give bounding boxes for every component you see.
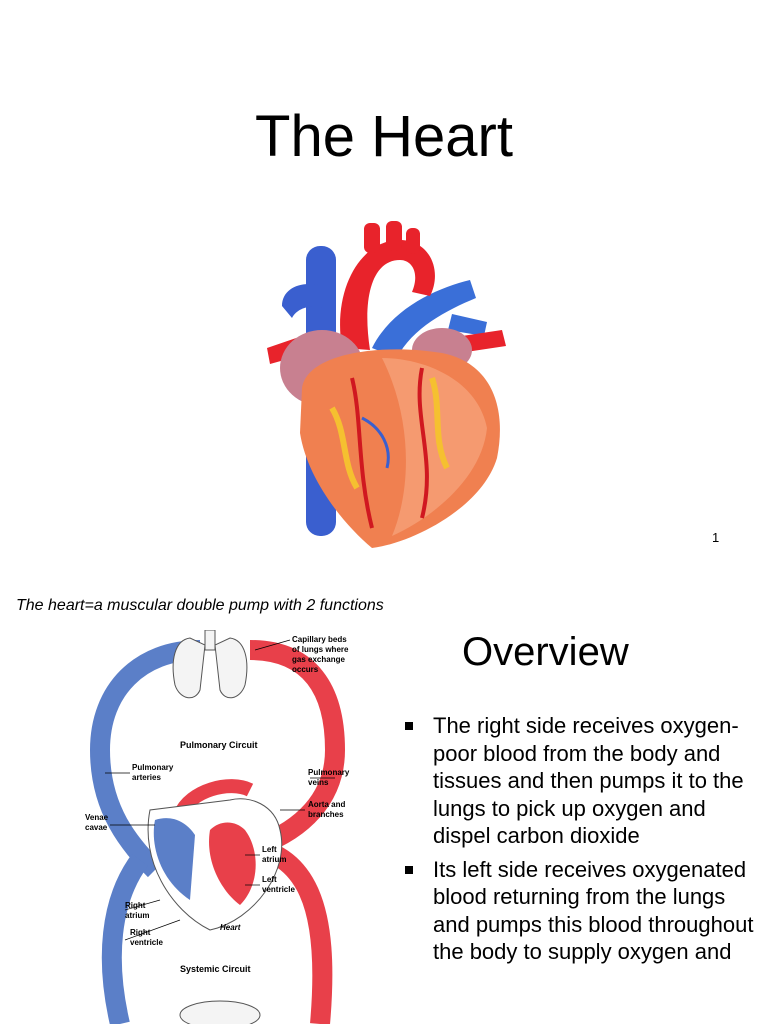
fat-deposit-1: [329, 406, 360, 490]
aortic-branch-1: [364, 223, 380, 253]
pulmonary-vein-loop: [249, 640, 346, 855]
label-right-ventricle-1: Right: [130, 928, 151, 937]
label-venae-1: Venae: [85, 813, 109, 822]
label-left-ventricle-2: ventricle: [262, 885, 295, 894]
pulmonary-trunk-shape: [372, 280, 476, 358]
right-lung-shape: [214, 637, 248, 699]
page-number: 1: [712, 530, 720, 545]
fat-deposit-2: [429, 377, 450, 470]
label-pulm-veins-2: veins: [308, 778, 329, 787]
bullet-item: The right side receives oxygen-poor bloo…: [405, 712, 760, 850]
label-venae-2: cavae: [85, 823, 108, 832]
label-right-ventricle-2: ventricle: [130, 938, 163, 947]
coronary-artery-2: [417, 367, 429, 519]
label-pulm-veins-1: Pulmonary: [308, 768, 350, 777]
aortic-branch-3: [406, 228, 420, 254]
label-left-atrium-1: Left: [262, 845, 277, 854]
label-capillary-2: of lungs where: [292, 645, 349, 654]
pulmonary-artery-loop: [89, 640, 201, 878]
page-title: The Heart: [255, 104, 513, 169]
square-bullet-icon: [405, 722, 413, 730]
bullet-text: The right side receives oxygen-poor bloo…: [433, 713, 744, 848]
trachea-shape: [204, 630, 216, 651]
label-right-atrium-1: Right: [125, 901, 146, 910]
left-heart-chambers: [209, 822, 256, 905]
label-right-atrium-2: atrium: [125, 911, 149, 920]
label-capillary-3: gas exchange: [292, 655, 345, 664]
pulmonary-artery-right: [448, 314, 487, 336]
label-left-atrium-2: atrium: [262, 855, 286, 864]
heart-illustration-icon: [267, 221, 506, 548]
circulation-diagram: Capillary beds of lungs where gas exchan…: [85, 630, 350, 1024]
slide-title-page: The Heart 1: [255, 104, 720, 548]
aortic-branch-2: [386, 221, 402, 251]
left-ventricle-highlight: [382, 358, 487, 536]
right-heart-chambers: [153, 818, 195, 900]
left-lung-shape: [172, 637, 206, 699]
label-pulm-arteries-2: arteries: [132, 773, 161, 782]
square-bullet-icon: [405, 865, 413, 874]
label-aorta-2: branches: [308, 810, 344, 819]
bullet-text: Its left side receives oxygenated blood …: [433, 856, 754, 965]
bullet-item: Its left side receives oxygenated blood …: [405, 856, 760, 966]
label-aorta-1: Aorta and: [308, 800, 345, 809]
aorta-shape: [340, 239, 435, 350]
section-heading: Overview: [462, 630, 629, 674]
coronary-artery-1: [350, 377, 374, 529]
bullet-list: The right side receives oxygen-poor bloo…: [405, 712, 760, 972]
systemic-vein-loop: [101, 854, 149, 1024]
slide-overview: The heart=a muscular double pump with 2 …: [0, 575, 768, 1024]
label-left-ventricle-1: Left: [262, 875, 277, 884]
red-vessel-right: [462, 330, 506, 352]
label-pulmonary-circuit: Pulmonary Circuit: [180, 740, 258, 750]
label-heart: Heart: [220, 923, 241, 932]
blue-vessel-left: [282, 284, 322, 318]
slide-subtitle: The heart=a muscular double pump with 2 …: [16, 597, 384, 614]
label-capillary-4: occurs: [292, 665, 319, 674]
label-systemic-circuit: Systemic Circuit: [180, 964, 251, 974]
label-capillary-1: Capillary beds: [292, 635, 347, 644]
cardiac-vein: [361, 416, 390, 469]
label-pulm-arteries-1: Pulmonary: [132, 763, 174, 772]
systemic-capillaries-shape: [179, 1000, 261, 1024]
